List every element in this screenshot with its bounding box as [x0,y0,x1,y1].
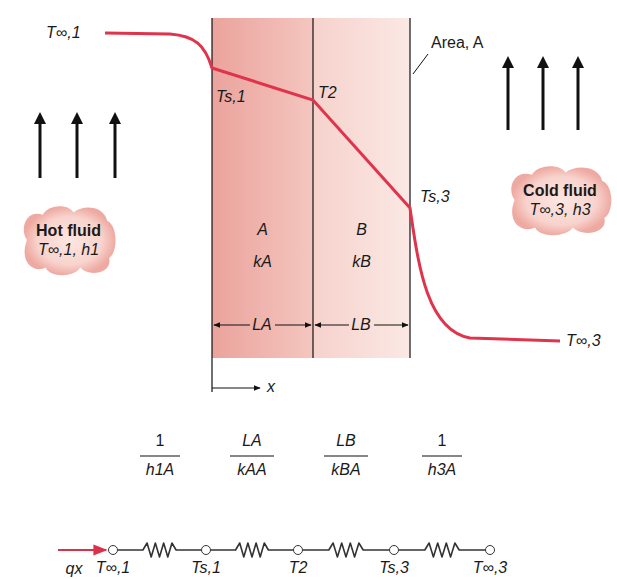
heat-flow-arrow [58,549,106,551]
circuit-node: Ts,1 [201,545,211,555]
leader-line [413,54,428,74]
circuit-node: T2 [293,545,303,555]
area-label: Area, A [431,34,483,52]
resistor-symbol [303,543,389,557]
resistance-numerator: 1 [156,432,165,450]
cold-fluid-cloud: Cold fluidT∞,3, h3 [506,164,614,236]
fraction-bars [140,455,462,456]
fluid-name: Cold fluid [523,181,597,200]
layer-name: B [356,220,367,239]
resistor-symbol [118,543,201,557]
resistor-symbol [211,543,293,557]
fluid-properties: T∞,1, h1 [38,240,99,259]
wall-line [409,18,410,358]
x-axis [212,388,260,389]
layer-name: A [257,220,268,239]
cloud-shape [506,164,614,236]
temperature-label: T∞,1 [46,24,81,42]
wall-a-fill [212,18,313,358]
dimension-lines [214,325,408,326]
thickness-label: LB [351,316,371,334]
wall-line [211,18,212,392]
node-temperature: Ts,3 [379,558,409,577]
node-temperature: Ts,1 [191,558,221,577]
resistor-symbol [399,543,485,557]
cloud-shape [19,204,118,276]
wall-b-fill [313,18,410,358]
resistance-numerator: LB [336,432,356,450]
circuit-node: Ts,3 [389,545,399,555]
resistance-denominator: h1A [146,461,174,479]
temperature-profile [105,33,560,341]
conductivity-label: kB [352,252,371,271]
wall-layer: BkB [313,18,410,358]
heat-rate-label: qx [66,560,83,578]
circuit-node: T∞,3 [485,545,495,555]
thickness-label: LA [252,316,272,334]
node-temperature: T∞,3 [473,558,508,577]
wall-layer: AkA [212,18,313,358]
axis-label: x [267,378,275,396]
hot-fluid-cloud: Hot fluidT∞,1, h1 [19,204,118,276]
temperature-label: T∞,3 [566,332,601,350]
node-temperature: T2 [289,558,308,577]
circuit-node: T∞,1 [108,545,118,555]
temperature-label: Ts,3 [420,188,450,206]
temperature-label: Ts,1 [216,88,246,106]
node-temperature: T∞,1 [96,558,131,577]
resistance-numerator: LA [242,432,262,450]
fluid-properties: T∞,3, h3 [529,200,590,219]
temperature-label: T2 [318,84,337,102]
conductivity-label: kA [253,252,272,271]
resistance-denominator: kBA [331,461,360,479]
resistance-denominator: kAA [237,461,266,479]
fluid-name: Hot fluid [36,221,101,240]
resistance-numerator: 1 [438,432,447,450]
resistance-denominator: h3A [428,461,456,479]
wall-line [312,18,313,358]
flow-arrows [40,62,578,178]
